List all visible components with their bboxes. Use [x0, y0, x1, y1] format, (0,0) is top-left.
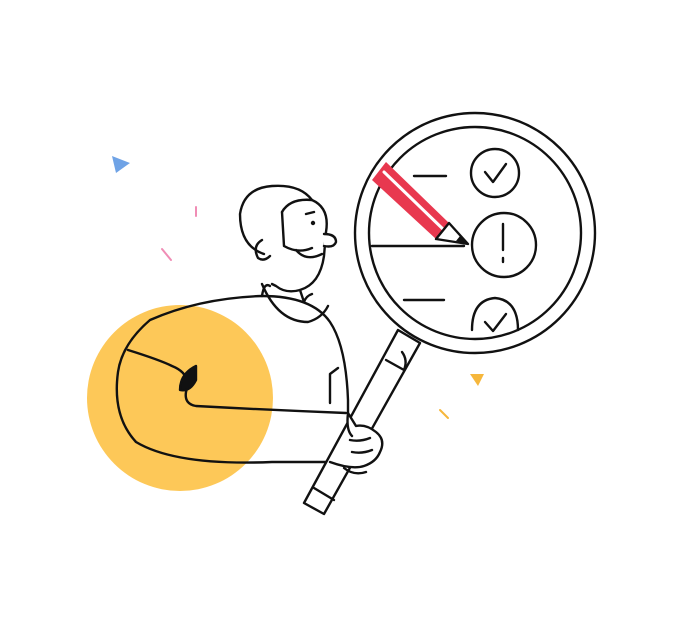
shirt-fold-shape	[328, 366, 340, 405]
finger-shape	[348, 436, 372, 442]
pencil-icon	[372, 162, 470, 246]
check-circle-icon	[469, 147, 521, 199]
torso-shape	[260, 294, 350, 415]
orange-triangle-shape	[470, 374, 484, 386]
pink-dash-shape	[161, 248, 172, 261]
arm-shape	[115, 294, 332, 464]
head	[238, 184, 338, 304]
blue-triangle-shape	[112, 156, 130, 173]
exclamation-circle-icon	[470, 211, 538, 279]
arm-inner-shape	[126, 348, 348, 415]
elbow-shape	[178, 364, 198, 392]
yellow-dash-shape	[439, 409, 449, 419]
check-circle-icon	[470, 296, 520, 333]
magnifier-icon	[353, 111, 597, 355]
finger-shape	[342, 466, 368, 475]
collar-shape	[260, 282, 330, 324]
finger-shape	[350, 448, 374, 454]
